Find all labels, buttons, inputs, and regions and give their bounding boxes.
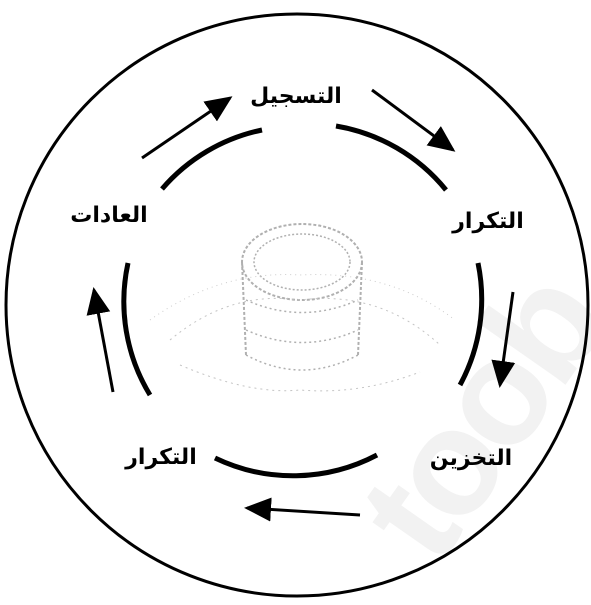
inner-arc-bottom <box>215 455 377 476</box>
arrow-storage-to-repetition <box>247 508 360 515</box>
arrow-repetition-to-habits <box>94 290 113 392</box>
node-label-repetition-left: التكرار <box>124 445 196 470</box>
inner-arc-top-right <box>336 126 446 190</box>
arrow-habits-to-registration <box>142 98 230 158</box>
inner-arc-top-left <box>162 130 262 189</box>
node-label-storage: التخزين <box>430 446 512 471</box>
arrow-repetition-to-storage <box>500 292 513 385</box>
inner-arc-left <box>124 263 150 395</box>
node-label-registration: التسجيل <box>250 84 342 109</box>
node-label-habits: العادات <box>70 203 147 228</box>
central-illustration <box>150 224 455 391</box>
inner-arc-right <box>460 263 482 385</box>
node-label-repetition-right: التكرار <box>451 209 523 234</box>
